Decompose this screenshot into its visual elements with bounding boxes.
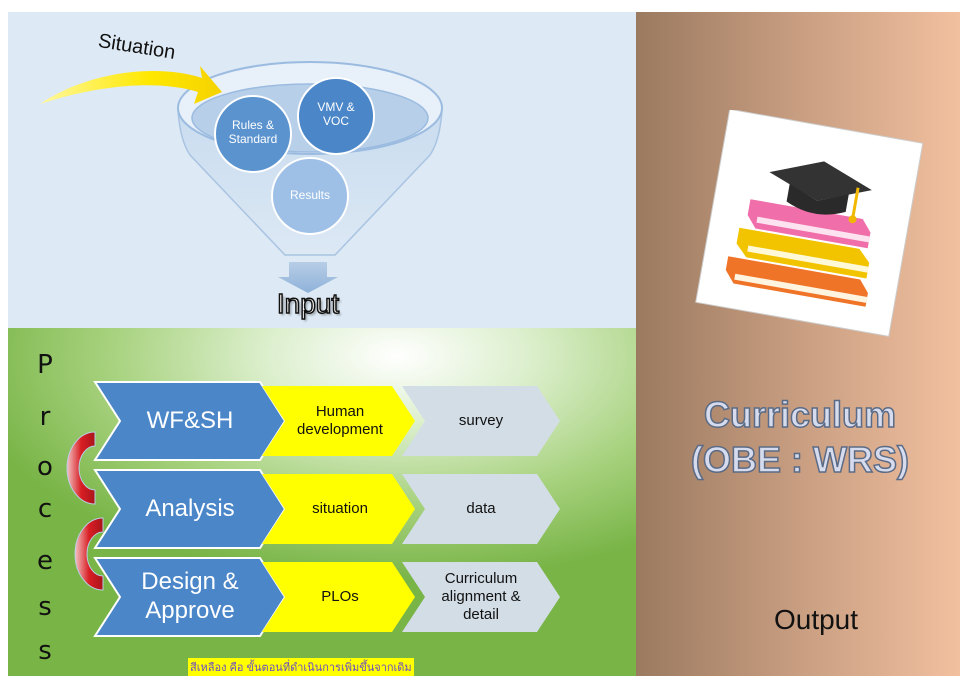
curved-arrow-1	[66, 431, 96, 505]
curved-arrow-2	[74, 517, 104, 591]
step-chevron-design-approve	[93, 557, 287, 637]
rules-standard-circle	[214, 95, 292, 173]
step-chevron-analysis	[93, 469, 287, 549]
detail-chevron-situation	[262, 474, 415, 544]
vmv-voc-circle	[297, 77, 375, 155]
process-letter-o: o	[37, 452, 53, 482]
results-circle	[271, 157, 349, 235]
result-label-survey: survey	[458, 412, 504, 429]
step-chevron-wfsh	[93, 381, 287, 461]
books-graduation-cap-image	[695, 110, 924, 337]
process-letter-s1: s	[38, 592, 52, 622]
result-chevron-data	[402, 474, 560, 544]
process-letter-e: e	[37, 546, 53, 576]
process-letter-c: c	[37, 494, 53, 524]
detail-label-situation: situation	[312, 500, 368, 517]
result-label-data: data	[466, 500, 496, 517]
output-label: Output	[773, 604, 859, 635]
situation-arrow	[40, 66, 222, 104]
process-letter-r: r	[39, 402, 51, 432]
output-title-line-2: (OBE : WRS)	[690, 438, 909, 481]
output-title-line-1: Curriculum	[703, 393, 897, 436]
input-title: Input	[276, 287, 340, 320]
result-chevron-survey	[402, 386, 560, 456]
step-label-design-approve: Design & Approve	[141, 568, 239, 624]
detail-chevron-plos	[262, 562, 415, 632]
funnel-item-vmv-voc: VMV & VOC	[317, 100, 355, 129]
process-chevrons	[66, 381, 560, 637]
output-title: Curriculum (OBE : WRS)	[650, 392, 950, 482]
result-label-curriculum-alignment: Curriculum alignment & detail	[441, 570, 521, 623]
detail-chevron-human-development	[262, 386, 415, 456]
detail-label-plos: PLOs	[321, 588, 359, 605]
input-diagram	[40, 61, 443, 293]
detail-label-human-development: Human development	[297, 403, 383, 438]
step-label-analysis: Analysis	[145, 494, 235, 522]
down-arrow	[278, 262, 338, 293]
process-letter-s2: s	[38, 636, 52, 666]
funnel-item-rules-standard: Rules & Standard	[228, 118, 278, 147]
footnote: สีเหลือง คือ ขั้นตอนที่ดำเนินการเพิ่มขึ้…	[188, 658, 414, 676]
result-chevron-curriculum-alignment	[402, 562, 560, 632]
process-letter-p: P	[37, 350, 53, 380]
step-label-wfsh: WF&SH	[146, 406, 234, 434]
funnel-item-results: Results	[289, 188, 330, 202]
